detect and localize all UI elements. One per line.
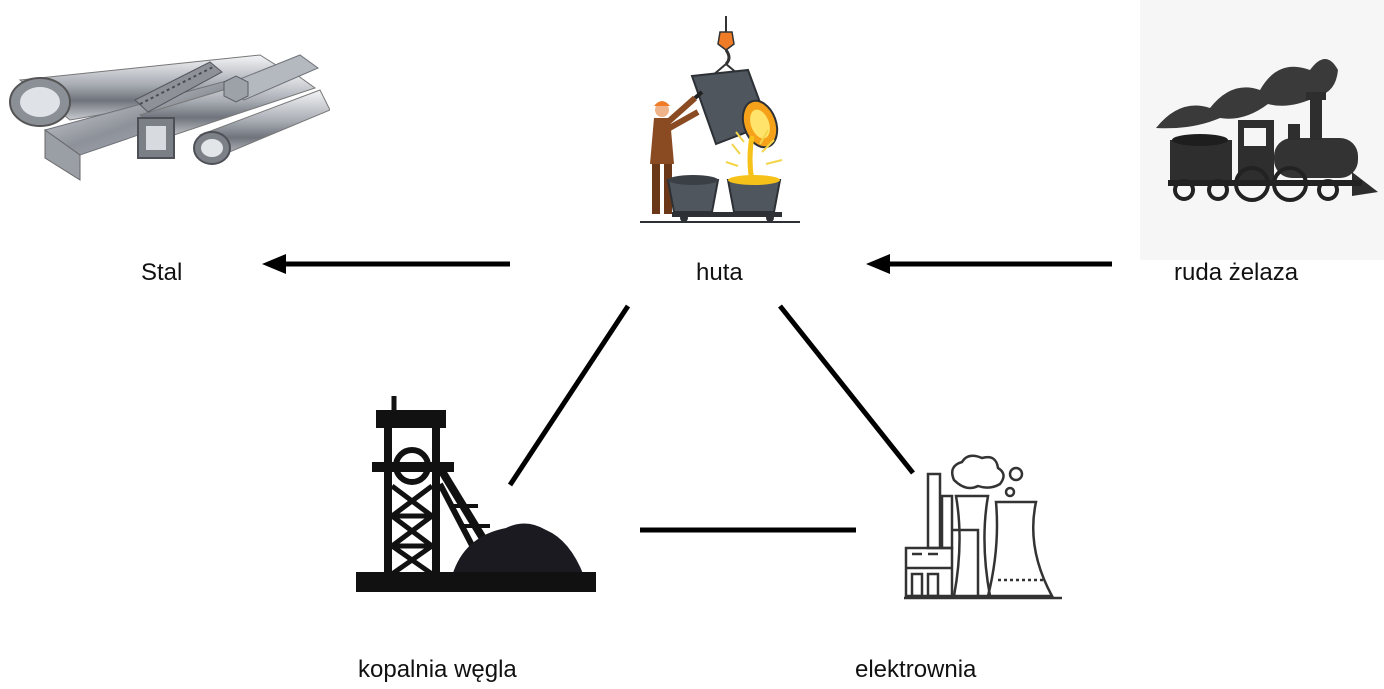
arrow-huta-to-stal: [262, 254, 510, 274]
steam-locomotive-icon: [1140, 0, 1384, 260]
power-plant-cooling-towers-icon: [904, 454, 1062, 600]
label-kopalnia-wegla: kopalnia węgla: [358, 656, 517, 683]
label-huta: huta: [696, 259, 743, 286]
mine-headframe-coal-icon: [356, 396, 596, 592]
arrow-ruda-to-huta: [866, 254, 1112, 274]
steelworker-pouring-ladle-icon: [640, 16, 800, 223]
label-elektrownia: elektrownia: [855, 656, 977, 683]
line-huta-elektrownia: [778, 304, 915, 475]
steel-profiles-icon: [9, 54, 330, 181]
label-ruda-zelaza: ruda żelaza: [1174, 259, 1299, 286]
label-stal: Stal: [141, 259, 183, 286]
